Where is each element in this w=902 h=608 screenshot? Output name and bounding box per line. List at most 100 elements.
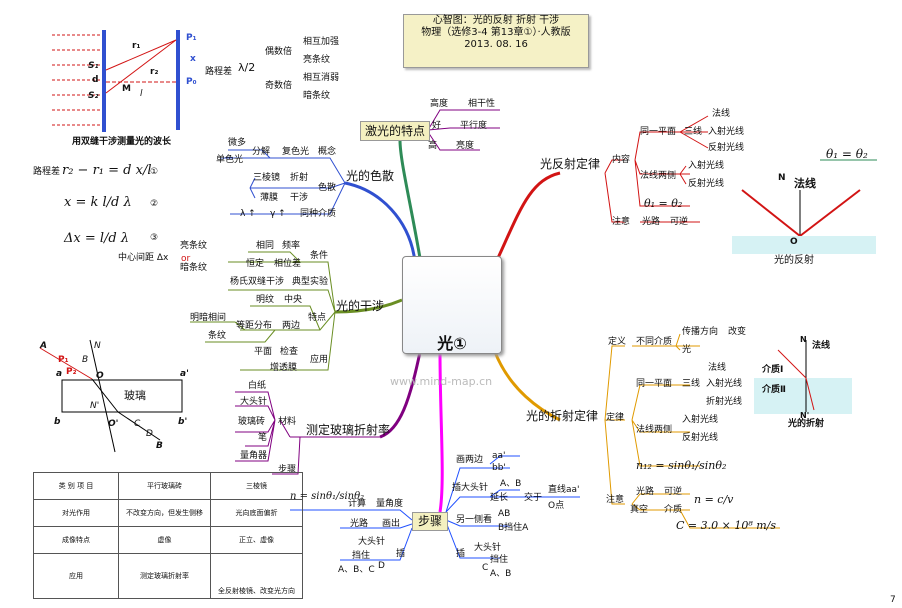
refraction-N: N: [800, 335, 807, 344]
refraction-item-3: 改变: [728, 327, 747, 337]
interference-item-10: 明暗相间: [190, 313, 227, 323]
reflection-caption: 光的反射: [774, 255, 814, 266]
label-S1: S₁: [88, 61, 99, 71]
refraction-item-4: 光: [682, 345, 692, 355]
label-P1: P₁: [186, 33, 197, 43]
steps-item-4: A、B: [500, 479, 522, 489]
steps-item-14: 挡住: [490, 555, 509, 565]
interference-item-2: 条件: [310, 251, 329, 261]
refraction-medium2: 介质Ⅱ: [762, 385, 786, 395]
formula-1-no: ①: [150, 167, 159, 177]
line-reflection-note: [604, 172, 625, 223]
refraction-n12: n₁₂ = sinθ₁/sinθ₂: [636, 459, 727, 472]
color-node[interactable]: 光的色散: [346, 169, 395, 183]
glass-item-0: 白纸: [248, 381, 267, 391]
reflection-content: 内容: [612, 155, 631, 165]
table-cell: 光向底面偏折: [210, 499, 303, 527]
page-number: 7: [890, 595, 896, 605]
glass-label-b2: b': [178, 417, 188, 427]
refraction-item-9: 折射光线: [706, 397, 743, 407]
laser-item-3b: 亮度: [456, 141, 475, 151]
reflection-item-4: 反射光线: [708, 143, 745, 153]
reflection-node[interactable]: 光反射定律: [540, 157, 601, 171]
laser-item-2b: 平行度: [460, 121, 488, 131]
refraction-c-value: C = 3.0 × 10⁸ m/s: [676, 519, 777, 532]
steps-item-25: A、B、C: [338, 565, 375, 575]
interference-item-4: 相位差: [274, 259, 302, 269]
glass-label-D: D: [146, 429, 153, 439]
refraction-item-5: 同一平面: [636, 379, 673, 389]
table-cell: 应用: [33, 553, 119, 599]
steps-item-6: 交于: [524, 493, 543, 503]
glass-item-5: 量角器: [240, 451, 268, 461]
formula-1-label: 路程差: [33, 167, 61, 177]
formula-1: r₂ − r₁ = d x/l: [62, 163, 152, 178]
reflection-item-11: 可逆: [670, 217, 689, 227]
line-laser-sub: [427, 109, 500, 151]
label-P0: P₀: [186, 77, 197, 87]
refraction-item-11: 法线两侧: [636, 425, 673, 435]
glass-node[interactable]: 测定玻璃折射率: [306, 423, 391, 437]
branch-line-reflection: [496, 171, 561, 259]
color-item-11: γ ↑: [270, 209, 286, 219]
refraction-item-14: 注意: [606, 495, 625, 505]
watermark: www.mind-map.cn: [390, 375, 493, 388]
steps-item-3: 插大头针: [452, 483, 489, 493]
title-line2: 物理（选修3-4 第13章①）·人教版: [421, 27, 571, 38]
interference-item-11: 等距分布: [236, 321, 273, 331]
steps-item-17: 计算: [348, 499, 367, 509]
color-item-6: 折射: [290, 173, 309, 183]
table-cell: 虚像: [118, 526, 211, 554]
glass-label-a: a: [56, 369, 63, 379]
refraction-item-18: 介质: [664, 505, 683, 515]
steps-item-20: 画出: [382, 519, 401, 529]
path-diff-even: 偶数倍: [265, 47, 293, 57]
steps-item-12: 插: [456, 549, 466, 559]
color-item-0: 微多: [228, 138, 247, 148]
path-diff-fraction: λ/2: [238, 61, 256, 74]
interference-item-13: 条纹: [208, 331, 227, 341]
dark-fringe: 暗条纹: [180, 263, 208, 273]
refraction-node[interactable]: 光的折射定律: [526, 409, 599, 423]
path-diff-odd-2: 暗条纹: [303, 91, 331, 101]
glass-label-B2: B: [156, 441, 163, 451]
path-diff-label: 路程差: [205, 67, 233, 77]
table-row: 对光作用 不改变方向，但发生侧移 光向底面偏折: [33, 499, 303, 527]
table-cell: 成像特点: [33, 526, 119, 554]
table-cell: 不改变方向，但发生侧移: [118, 499, 211, 527]
reflection-item-5: 法线两侧: [640, 171, 677, 181]
reflection-diagram: [732, 189, 876, 254]
refraction-item-2: 传播方向: [682, 327, 719, 337]
steps-item-2: bb': [492, 463, 506, 473]
table-header-cell: 三棱镜: [210, 472, 303, 500]
laser-item-2a: 好: [432, 121, 442, 131]
glass-label-a2: a': [180, 369, 189, 379]
refraction-n-cv: n = c/v: [694, 493, 734, 506]
steps-item-16: A、B: [490, 569, 512, 579]
steps-item-9: 另一侧看: [456, 515, 493, 525]
interference-item-0: 相同: [256, 241, 275, 251]
refraction-item-8: 入射光线: [706, 379, 743, 389]
formula-3: Δx = l/d λ: [64, 231, 130, 246]
formula-2-no: ②: [150, 199, 159, 209]
reflection-item-8: θ₁ = θ₂: [644, 197, 683, 210]
laser-node[interactable]: 激光的特点: [360, 121, 430, 141]
interference-item-16: 应用: [310, 355, 329, 365]
line-interference-sub: [190, 251, 336, 371]
interference-item-14: 平面: [254, 347, 273, 357]
table-row: 类 别 项 目 平行玻璃砖 三棱镜: [33, 472, 303, 500]
steps-item-8: O点: [548, 501, 565, 511]
table-header-cell: 类 别 项 目: [33, 472, 119, 500]
interference-node[interactable]: 光的干涉: [336, 299, 385, 313]
branch-line-glass: [379, 351, 422, 439]
bright-fringe: 亮条纹: [180, 241, 208, 251]
color-item-5: 三棱镜: [253, 173, 281, 183]
steps-item-23: 挡住: [352, 551, 371, 561]
laser-item-3a: 高: [428, 141, 438, 151]
color-item-7: 色散: [318, 183, 337, 193]
steps-item-24: D: [378, 561, 385, 571]
steps-node[interactable]: 步骤: [412, 512, 448, 531]
caption-double-slit: 用双缝干涉测量光的波长: [72, 137, 172, 147]
center-node[interactable]: 光①: [402, 256, 502, 354]
label-M: M: [122, 84, 131, 94]
